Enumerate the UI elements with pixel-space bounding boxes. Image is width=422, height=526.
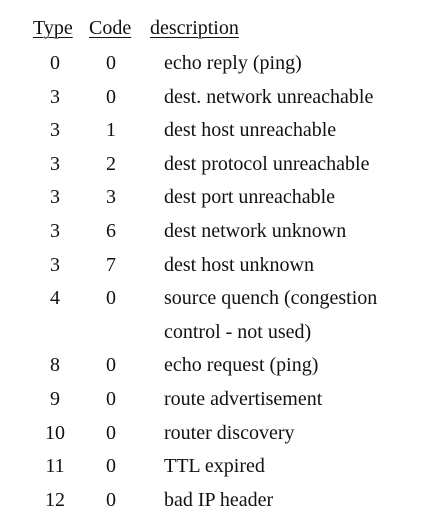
- row-description-cell: bad IP header: [164, 488, 274, 511]
- row-type-cell: 3: [50, 220, 60, 242]
- row-code-cell: 0: [106, 388, 116, 410]
- row-type-cell: 8: [50, 354, 60, 377]
- row-description-cell: control - not used): [164, 320, 312, 343]
- row-type-cell: 10: [45, 421, 65, 444]
- row-description-cell: echo request (ping): [164, 354, 319, 377]
- row-code-cell: 1: [106, 119, 116, 142]
- row-type-cell: 3: [50, 152, 60, 175]
- row-description-cell: echo reply (ping): [164, 52, 302, 74]
- row-code-cell: 0: [106, 421, 116, 444]
- row-code-cell: 0: [106, 287, 116, 310]
- row-code-cell: 0: [106, 455, 116, 478]
- row-code-cell: 0: [106, 488, 116, 511]
- row-description-cell: route advertisement: [164, 388, 323, 410]
- row-description-cell: dest host unreachable: [164, 119, 337, 142]
- row-description-cell: source quench (congestion: [164, 287, 378, 310]
- header-code: Code: [89, 17, 132, 39]
- row-code-cell: 0: [106, 52, 116, 74]
- row-description-cell: dest network unknown: [164, 220, 347, 242]
- row-description-cell: dest port unreachable: [164, 186, 336, 209]
- row-code-cell: 2: [106, 152, 116, 175]
- row-code-cell: 0: [106, 85, 116, 108]
- row-description-cell: router discovery: [164, 421, 295, 444]
- row-description-cell: dest. network unreachable: [164, 85, 374, 108]
- row-description-cell: dest protocol unreachable: [164, 152, 370, 175]
- row-description-cell: TTL expired: [164, 455, 265, 478]
- row-code-cell: 6: [106, 220, 116, 242]
- row-type-cell: 9: [50, 388, 60, 410]
- row-code-cell: 0: [106, 354, 116, 377]
- row-type-cell: 3: [50, 186, 60, 209]
- row-type-cell: 3: [50, 85, 60, 108]
- row-type-cell: 3: [50, 253, 60, 276]
- row-type-cell: 4: [50, 287, 60, 310]
- row-type-cell: 12: [45, 488, 65, 511]
- row-type-cell: 3: [50, 119, 60, 142]
- row-description-cell: dest host unknown: [164, 253, 314, 276]
- header-description: description: [150, 17, 239, 39]
- row-code-cell: 7: [106, 253, 116, 276]
- row-code-cell: 3: [106, 186, 116, 209]
- row-type-cell: 0: [50, 52, 60, 74]
- row-type-cell: 11: [45, 455, 65, 478]
- header-type: Type: [33, 17, 73, 39]
